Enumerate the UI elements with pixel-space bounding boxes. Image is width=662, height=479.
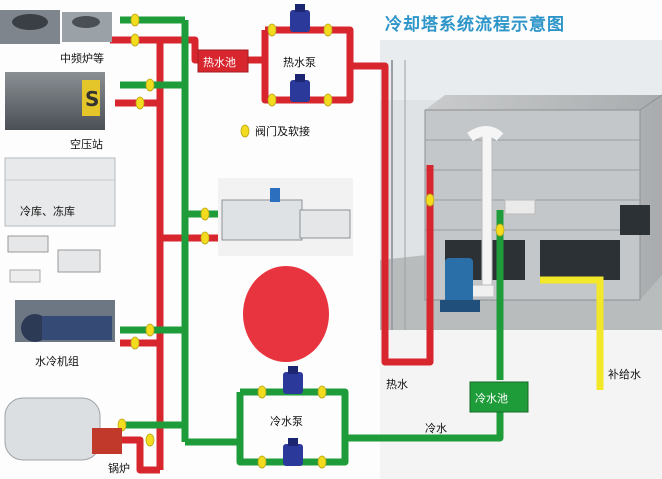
- red-circle-marker: [243, 266, 329, 362]
- compressor-equipment: S: [5, 72, 105, 130]
- chiller-equipment: [15, 300, 115, 342]
- hot-pool-box: 热水池: [197, 49, 249, 73]
- hot-pool-label: 热水池: [203, 56, 236, 69]
- legend-valve-icon: [240, 124, 250, 138]
- cold-pool-box: 冷水池: [469, 381, 529, 413]
- hot-pump-label: 热水泵: [283, 56, 316, 69]
- hot-pump-bottom: [290, 74, 310, 102]
- legend-label: 阀门及软接: [255, 124, 310, 138]
- boiler-label: 锅炉: [108, 462, 130, 475]
- valves: [117, 13, 505, 469]
- furnace-label: 中频炉等: [60, 51, 104, 65]
- makeup-water-label: 补给水: [608, 368, 641, 381]
- furnace-equipment: [0, 10, 112, 44]
- chiller-label: 水冷机组: [35, 354, 79, 368]
- legend: 阀门及软接: [240, 124, 310, 138]
- hot-water-label: 热水: [386, 378, 408, 391]
- svg-text:S: S: [85, 87, 99, 111]
- cold-pool-label: 冷水池: [475, 392, 508, 405]
- air-conditioner-units: [7, 235, 101, 283]
- cold-water-label: 冷水: [425, 422, 447, 435]
- hot-pump-top: [290, 4, 310, 32]
- diagram-title: 冷却塔系统流程示意图: [385, 14, 565, 35]
- makeup-water-pipe: [540, 276, 604, 390]
- cooling-tower: [424, 94, 662, 312]
- cold-storage-label: 冷库、冻库: [20, 204, 75, 218]
- injection-molding-machine: [218, 178, 353, 256]
- cold-storage-equipment: [4, 157, 116, 227]
- compressor-label: 空压站: [70, 137, 103, 151]
- cold-pump-label: 冷水泵: [270, 415, 303, 428]
- cold-pump-top: [283, 366, 303, 394]
- boiler-equipment: [4, 397, 122, 461]
- cold-pump-bottom: [283, 438, 303, 466]
